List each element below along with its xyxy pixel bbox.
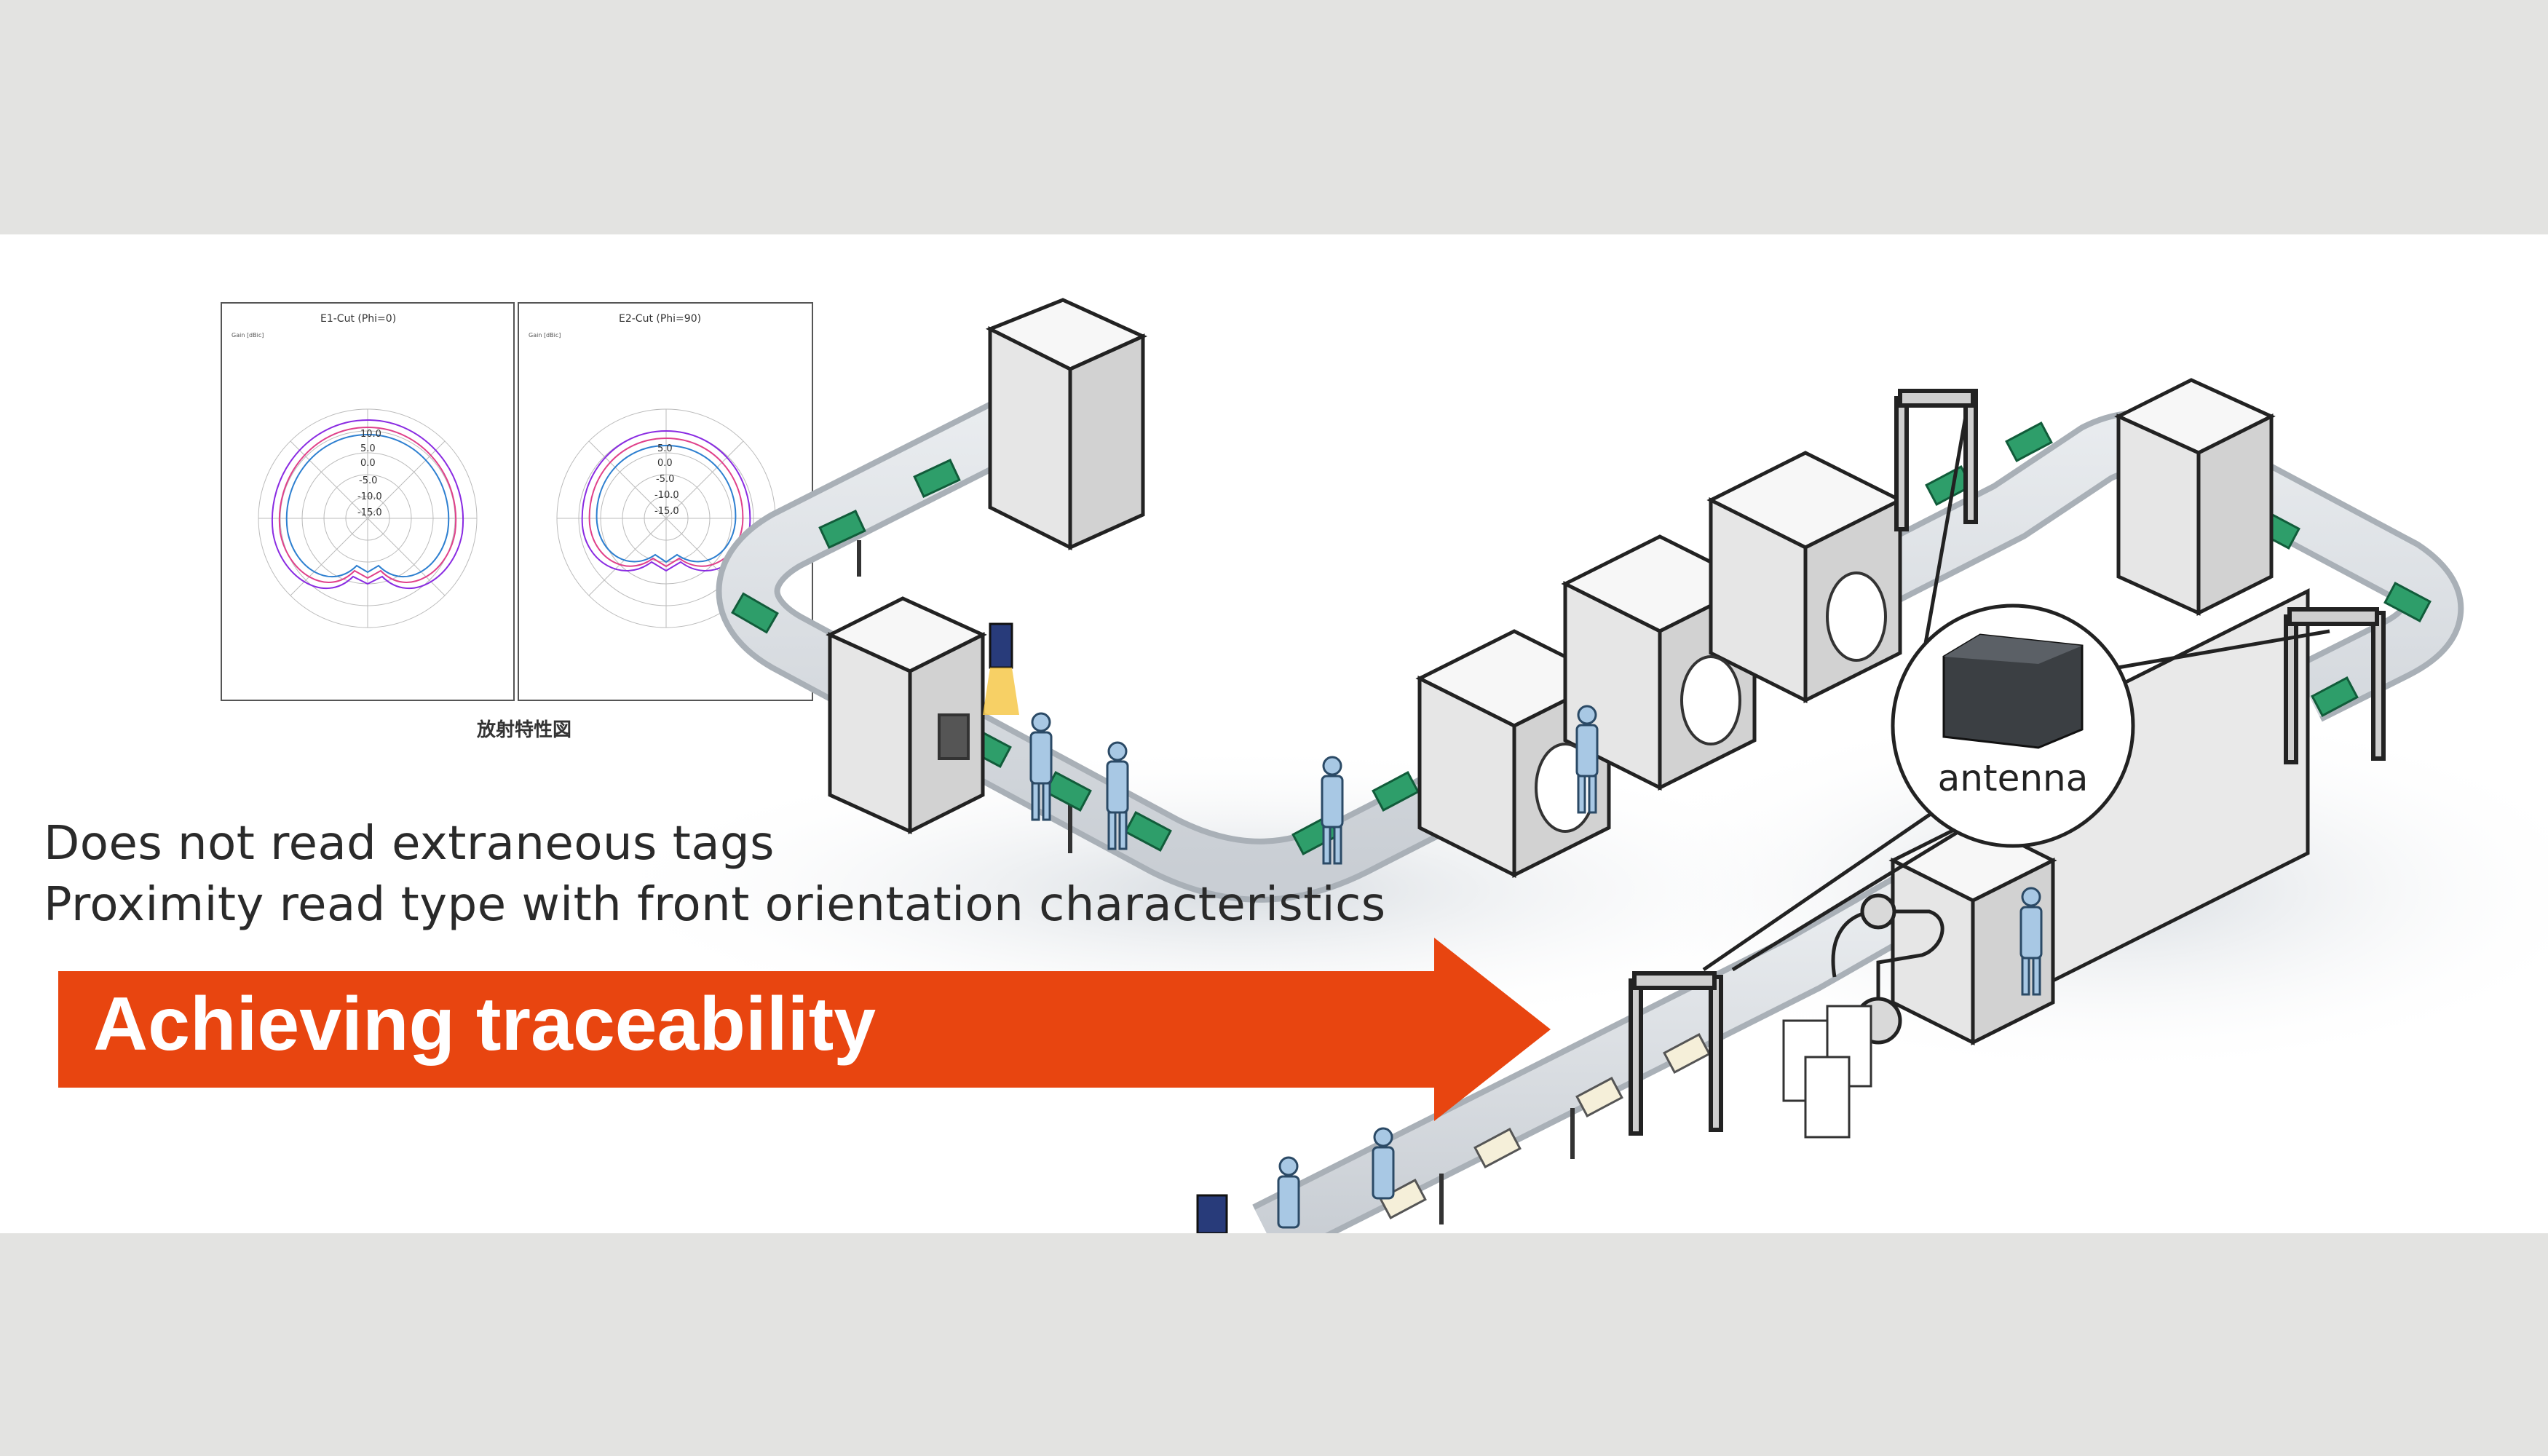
traceability-arrow bbox=[58, 938, 1551, 1121]
stack-of-trays bbox=[1782, 1005, 1872, 1139]
plots-caption: 放射特性図 bbox=[476, 719, 571, 741]
plot-title-left: E1-Cut (Phi=0) bbox=[320, 313, 397, 325]
caption-line-1: Does not read extraneous tags bbox=[44, 817, 775, 871]
rfid-reader-gate bbox=[1629, 389, 2386, 1136]
plot-title-right: E2-Cut (Phi=90) bbox=[619, 313, 702, 325]
svg-text:0.0: 0.0 bbox=[657, 458, 673, 469]
factory-scene: 10.0 5.0 0.0 -5.0 -10.0 -15.0 5.0 0.0 -5.0 -10… bbox=[221, 298, 2548, 1233]
arrow-label: Achieving traceability bbox=[93, 982, 877, 1067]
svg-text:-10.0: -10.0 bbox=[357, 491, 382, 502]
svg-text:0.0: 0.0 bbox=[360, 458, 376, 469]
svg-text:-5.0: -5.0 bbox=[656, 474, 674, 485]
svg-text:-5.0: -5.0 bbox=[359, 475, 377, 486]
handheld-scanner-tower bbox=[983, 622, 1228, 1233]
plot-gain-right: Gain [dBic] bbox=[529, 332, 561, 339]
radiation-pattern-chart-left: 10.0 5.0 0.0 -5.0 -10.0 -15.0 bbox=[221, 302, 515, 701]
svg-text:-10.0: -10.0 bbox=[654, 490, 679, 501]
caption-line-2: Proximity read type with front orientati… bbox=[44, 878, 1386, 932]
svg-text:-15.0: -15.0 bbox=[357, 507, 382, 518]
svg-text:10.0: 10.0 bbox=[360, 429, 381, 440]
worker bbox=[1029, 705, 2043, 1229]
svg-text:5.0: 5.0 bbox=[657, 443, 673, 454]
svg-text:5.0: 5.0 bbox=[360, 443, 376, 454]
svg-text:-15.0: -15.0 bbox=[654, 506, 679, 517]
plot-gain-left: Gain [dBic] bbox=[232, 332, 264, 339]
antenna-label: antenna bbox=[1937, 757, 2089, 799]
inspection-machine bbox=[826, 298, 2310, 1046]
plain-boards bbox=[1379, 1033, 1711, 1219]
illustration-band: 10.0 5.0 0.0 -5.0 -10.0 -15.0 5.0 0.0 -5.0 -10… bbox=[0, 234, 2548, 1233]
rfid-antenna bbox=[1702, 416, 2330, 972]
